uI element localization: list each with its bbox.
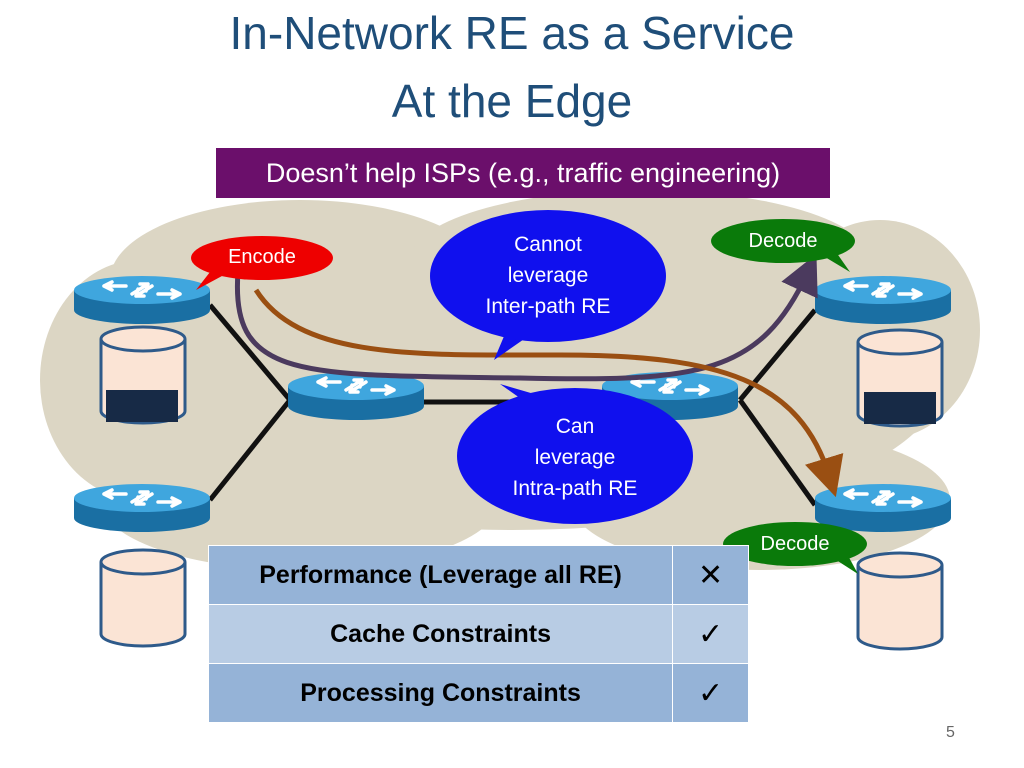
slide-title-line-1: In-Network RE as a Service (229, 7, 795, 59)
can-line-3: Intra-path RE (512, 477, 638, 500)
cannot-leverage-text: Cannot leverage Inter-path RE (458, 229, 638, 322)
table-row: Performance (Leverage all RE) ✕ (207, 545, 749, 605)
comparison-table: Performance (Leverage all RE) ✕ Cache Co… (207, 545, 749, 723)
can-bubble-shape (457, 384, 693, 524)
can-line-2: leverage (534, 446, 616, 469)
router-icon-edge-bottom-right (813, 482, 953, 534)
cannot-line-1: Cannot (514, 233, 582, 256)
router-icon-core-left (286, 370, 426, 422)
cache-fill-top-right (864, 392, 936, 424)
slide-title-line-2: At the Edge (391, 75, 633, 127)
decode-top-bubble-shape (711, 219, 855, 272)
table-row: Cache Constraints ✓ (207, 604, 749, 664)
encode-bubble-shape (191, 236, 333, 290)
can-line-1: Can (555, 415, 595, 438)
router-icon-edge-bottom-left (72, 482, 212, 534)
slide-number: 5 (946, 724, 955, 741)
cannot-line-3: Inter-path RE (485, 295, 611, 318)
subtitle-banner: Doesn’t help ISPs (e.g., traffic enginee… (216, 148, 830, 198)
cache-icon-bottom-left (99, 548, 187, 648)
encode-label: Encode (228, 246, 296, 268)
cache-icon-bottom-right (856, 551, 944, 651)
table-cell-feature: Processing Constraints (207, 663, 674, 723)
cannot-line-2: leverage (507, 264, 589, 287)
can-leverage-text: Can leverage Intra-path RE (485, 411, 665, 504)
table-row: Processing Constraints ✓ (207, 663, 749, 723)
check-mark-icon: ✓ (672, 663, 749, 723)
cache-fill-top-left (106, 390, 178, 422)
decode-bottom-label: Decode (760, 533, 830, 555)
decode-top-label: Decode (748, 230, 818, 252)
path-brown-arrow (253, 288, 844, 498)
table-cell-feature: Performance (Leverage all RE) (207, 545, 674, 605)
cross-mark-icon: ✕ (672, 545, 749, 605)
router-icon-edge-top-right (813, 274, 953, 326)
check-mark-icon: ✓ (672, 604, 749, 664)
path-purple-arrow (234, 253, 818, 382)
cannot-bubble-shape (430, 210, 666, 360)
router-icon-edge-top-left (72, 274, 212, 326)
table-cell-feature: Cache Constraints (207, 604, 674, 664)
decode-bottom-bubble-shape (723, 522, 867, 574)
